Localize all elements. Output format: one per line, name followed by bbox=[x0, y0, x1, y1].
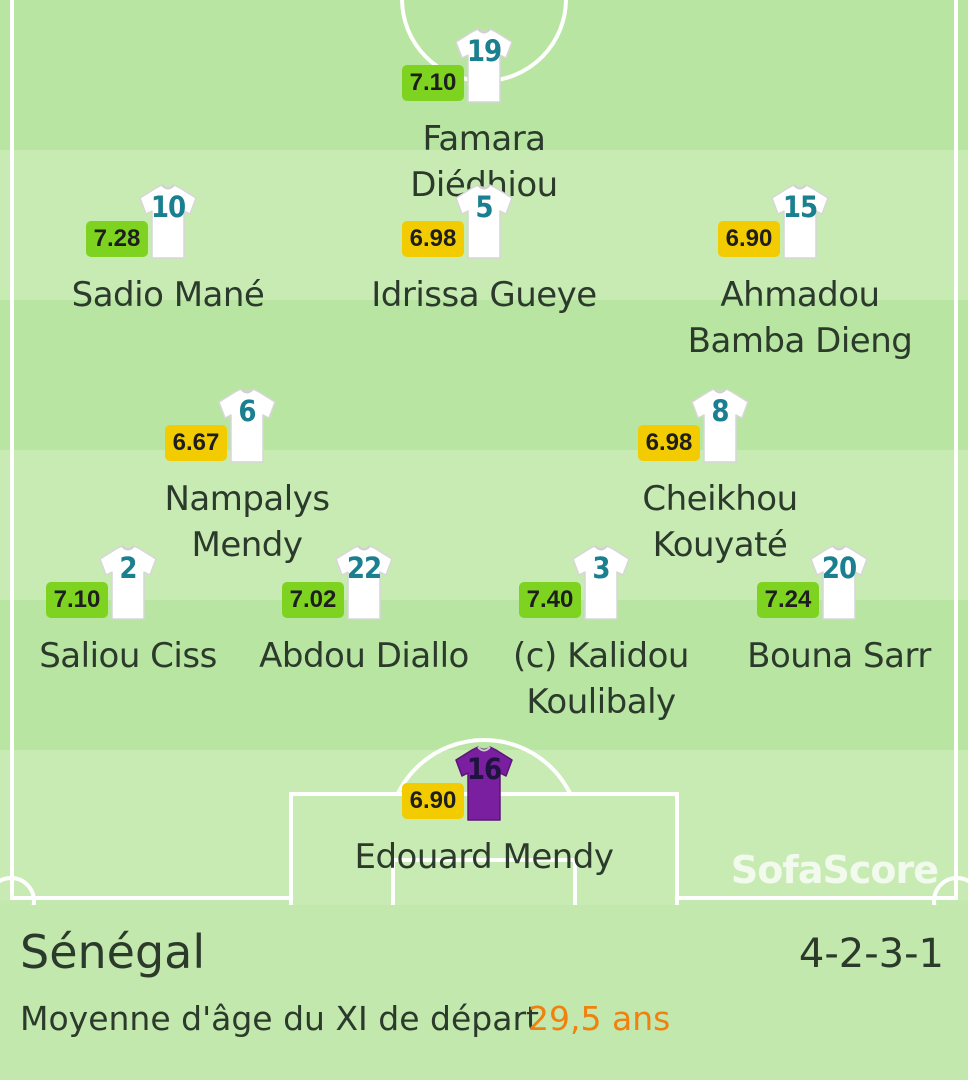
player-rating: 7.10 bbox=[46, 582, 108, 618]
player-card[interactable]: 22 7.02 Abdou Diallo bbox=[234, 545, 494, 679]
shirt-number: 6 bbox=[238, 394, 256, 428]
goal-box bbox=[391, 858, 577, 905]
shirt: 5 6.98 bbox=[402, 184, 516, 260]
player-name: Edouard Mendy bbox=[354, 837, 614, 877]
shirt-number: 20 bbox=[821, 551, 857, 585]
shirt: 16 6.90 bbox=[402, 746, 516, 822]
player-rating: 7.40 bbox=[519, 582, 581, 618]
player-card[interactable]: 20 7.24 Bouna Sarr bbox=[709, 545, 968, 679]
player-name: Bouna Sarr bbox=[747, 636, 931, 676]
player-rating: 6.98 bbox=[638, 425, 700, 461]
player-rating: 6.90 bbox=[718, 221, 780, 257]
player-rating: 6.90 bbox=[402, 783, 464, 819]
shirt-icon bbox=[139, 184, 197, 259]
player-name: Cheikhou Kouyaté bbox=[642, 479, 798, 565]
player-name: Saliou Ciss bbox=[39, 636, 217, 676]
corner-arc-right bbox=[932, 876, 968, 905]
player-name: Ahmadou Bamba Dieng bbox=[687, 275, 913, 361]
player-card[interactable]: 15 6.90 Ahmadou Bamba Dieng bbox=[670, 184, 930, 364]
player-card[interactable]: 8 6.98 Cheikhou Kouyaté bbox=[590, 388, 850, 568]
player-rating: 7.10 bbox=[402, 65, 464, 101]
shirt-number: 22 bbox=[346, 551, 382, 585]
lineup-footer: Sénégal 4-2-3-1 Moyenne d'âge du XI de d… bbox=[0, 905, 968, 1080]
player-rating: 7.02 bbox=[282, 582, 344, 618]
shirt-number: 2 bbox=[119, 551, 137, 585]
shirt-icon bbox=[455, 28, 513, 103]
player-name: Nampalys Mendy bbox=[164, 479, 330, 565]
shirt-icon bbox=[455, 184, 513, 259]
player-name: Abdou Diallo bbox=[259, 636, 469, 676]
shirt-icon bbox=[218, 388, 276, 463]
shirt-icon bbox=[771, 184, 829, 259]
player-card[interactable]: 3 7.40 (c) Kalidou Koulibaly bbox=[471, 545, 731, 725]
player-card[interactable]: 16 6.90 Edouard Mendy bbox=[354, 746, 614, 880]
shirt-icon bbox=[335, 545, 393, 620]
shirt-number: 8 bbox=[711, 394, 729, 428]
shirt-icon bbox=[810, 545, 868, 620]
player-name: Idrissa Gueye bbox=[371, 275, 597, 315]
shirt: 10 7.28 bbox=[86, 184, 200, 260]
player-card[interactable]: 5 6.98 Idrissa Gueye bbox=[354, 184, 614, 318]
shirt-number: 3 bbox=[592, 551, 610, 585]
shirt: 2 7.10 bbox=[46, 545, 160, 621]
shirt: 15 6.90 bbox=[718, 184, 832, 260]
shirt: 3 7.40 bbox=[519, 545, 633, 621]
player-rating: 7.28 bbox=[86, 221, 148, 257]
shirt-number: 10 bbox=[150, 190, 186, 224]
player-name: Sadio Mané bbox=[71, 275, 265, 315]
player-name: (c) Kalidou Koulibaly bbox=[513, 636, 689, 722]
team-name: Sénégal bbox=[20, 925, 206, 979]
shirt-number: 16 bbox=[466, 752, 502, 786]
average-age-label: Moyenne d'âge du XI de départ bbox=[20, 999, 539, 1038]
player-card[interactable]: 2 7.10 Saliou Ciss bbox=[0, 545, 258, 679]
shirt-number: 15 bbox=[782, 190, 818, 224]
shirt: 6 6.67 bbox=[165, 388, 279, 464]
player-card[interactable]: 6 6.67 Nampalys Mendy bbox=[117, 388, 377, 568]
shirt-number: 5 bbox=[475, 190, 493, 224]
shirt-icon bbox=[691, 388, 749, 463]
formation: 4-2-3-1 bbox=[798, 931, 944, 977]
player-rating: 6.98 bbox=[402, 221, 464, 257]
shirt: 22 7.02 bbox=[282, 545, 396, 621]
shirt-icon bbox=[455, 746, 513, 821]
shirt: 8 6.98 bbox=[638, 388, 752, 464]
shirt-icon bbox=[99, 545, 157, 620]
sofascore-watermark: SofaScore bbox=[730, 848, 939, 892]
player-rating: 7.24 bbox=[757, 582, 819, 618]
shirt: 20 7.24 bbox=[757, 545, 871, 621]
shirt-icon bbox=[572, 545, 630, 620]
player-card[interactable]: 19 7.10 Famara Diédhiou bbox=[354, 28, 614, 208]
player-card[interactable]: 10 7.28 Sadio Mané bbox=[38, 184, 298, 318]
shirt: 19 7.10 bbox=[402, 28, 516, 104]
player-rating: 6.67 bbox=[165, 425, 227, 461]
shirt-number: 19 bbox=[466, 34, 502, 68]
average-age-value: 29,5 ans bbox=[528, 999, 671, 1038]
pitch: 19 7.10 Famara Diédhiou 10 7.28 Sadio Ma… bbox=[0, 0, 968, 905]
corner-arc-left bbox=[0, 876, 36, 905]
